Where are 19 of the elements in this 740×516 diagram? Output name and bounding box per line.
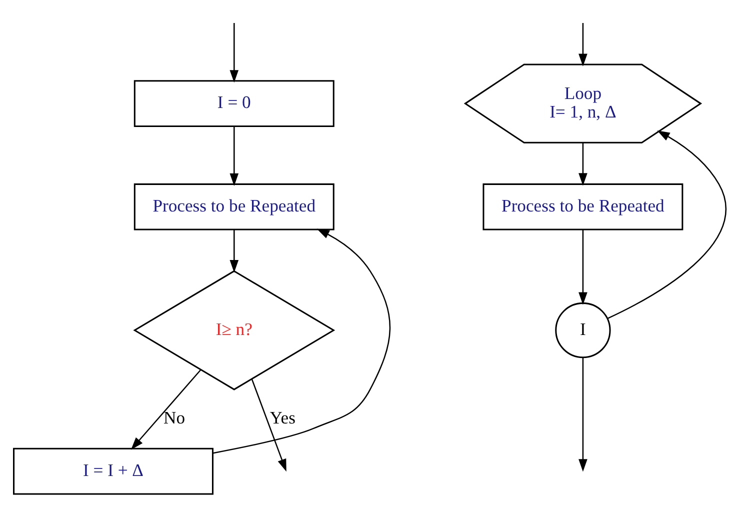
- node-diamond: I≥ n?: [133, 270, 336, 390]
- edge-label: Yes: [270, 408, 296, 428]
- arrow: [230, 126, 239, 186]
- node-box: Process to be Repeated: [134, 183, 334, 230]
- arrow: [230, 23, 239, 83]
- arrow: [578, 23, 588, 66]
- node-box: I = 0: [134, 80, 334, 127]
- arrow: [578, 358, 588, 472]
- edge-label: No: [164, 408, 186, 428]
- node-box: Process to be Repeated: [482, 183, 684, 230]
- arrow: [130, 369, 202, 450]
- node-circle: I: [555, 302, 611, 358]
- arrow: [578, 142, 588, 186]
- arrow: [251, 378, 286, 472]
- arrow: [607, 130, 726, 320]
- arrow: [230, 230, 239, 273]
- arrow: [578, 230, 588, 305]
- node-box: I = I + Δ: [13, 448, 214, 495]
- arrow: [212, 228, 390, 454]
